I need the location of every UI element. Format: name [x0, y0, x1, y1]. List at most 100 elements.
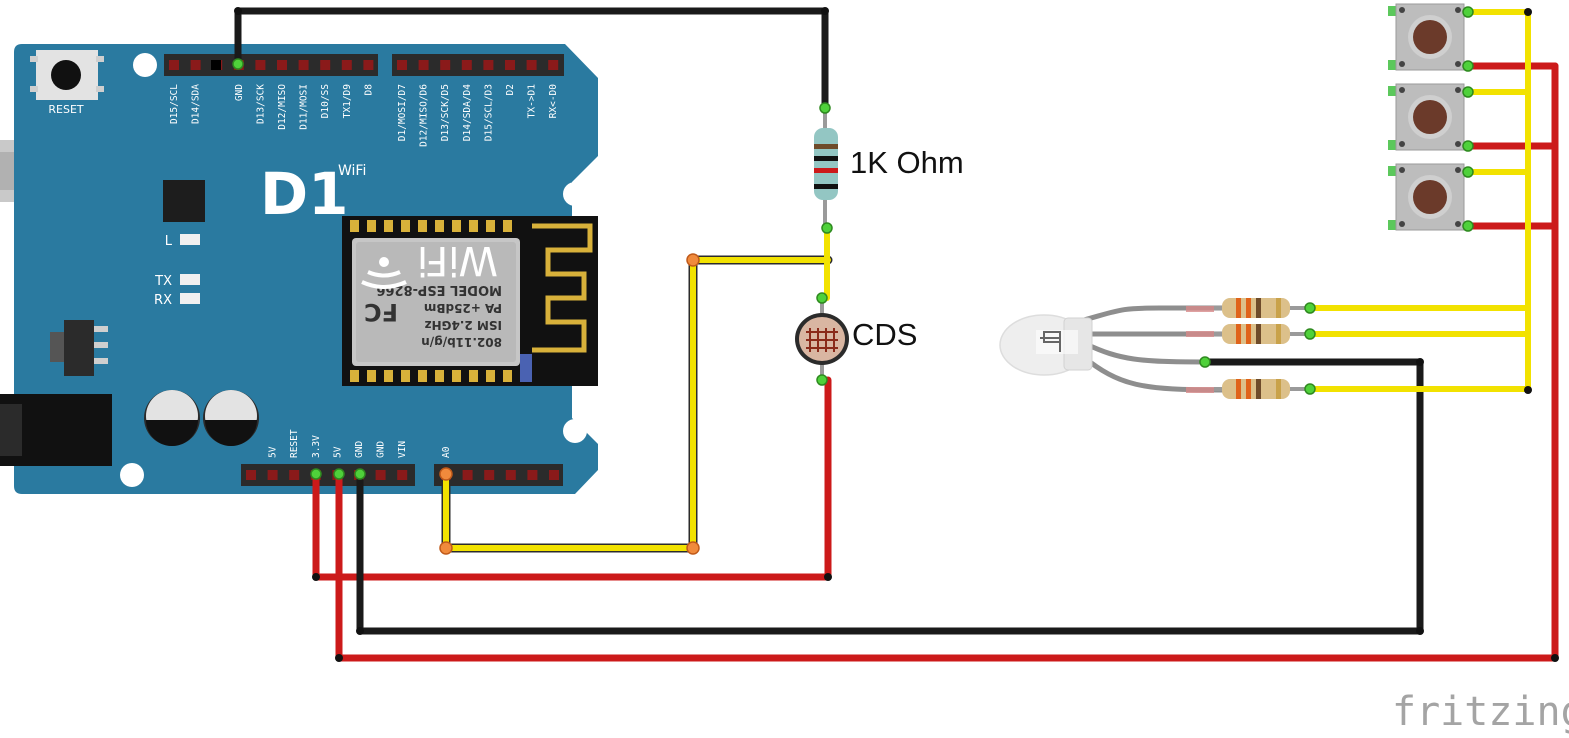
pin-label: D14/SDA/D4 — [462, 84, 473, 141]
cds-label: CDS — [852, 317, 917, 352]
wire-bend — [312, 573, 320, 581]
connection-node — [1462, 86, 1474, 98]
connection-node — [816, 292, 828, 304]
header-pin — [505, 470, 516, 480]
pin-label: D2 — [505, 84, 516, 95]
esp-pad — [469, 370, 478, 382]
header-pin — [320, 60, 331, 70]
board-logo: D1 — [260, 160, 349, 228]
led-label-l: L — [165, 234, 173, 249]
pin-label: D13/SCK/D5 — [440, 84, 451, 141]
connection-node — [819, 102, 831, 114]
esp-pad — [367, 370, 376, 382]
resistor-label: 1K Ohm — [850, 145, 964, 180]
bottom-header-left — [241, 464, 415, 486]
rgb-led — [999, 305, 1226, 393]
pin-label: D15/SCL/D3 — [483, 84, 494, 141]
pin-label: VIN — [397, 441, 408, 458]
led-label-tx: TX — [154, 274, 172, 289]
bottom-header-right — [434, 464, 563, 486]
connection-node — [439, 467, 453, 481]
led-resistor — [1214, 324, 1310, 344]
esp-pad — [367, 220, 376, 232]
top-header-right — [392, 54, 564, 76]
header-pin — [169, 60, 179, 70]
connection-node — [1462, 220, 1474, 232]
wire-bend — [335, 654, 343, 662]
led-l — [180, 234, 200, 245]
wire-3v3-to-cds — [312, 376, 832, 581]
pin-label: D1/MOSI/D7 — [397, 84, 408, 141]
button-cap-icon — [1413, 20, 1447, 54]
esp-pad — [350, 370, 359, 382]
esp-pad — [350, 220, 359, 232]
header-pad — [211, 60, 221, 70]
wifi-logo-text: WiFi — [417, 237, 498, 283]
wire-gnd-to-resistor — [234, 7, 829, 112]
wire-bend — [1416, 627, 1424, 635]
reset-label: RESET — [48, 103, 84, 116]
board-logo-wifi: WiFi — [338, 163, 366, 179]
mounting-hole — [563, 419, 587, 443]
push-button — [1388, 83, 1465, 151]
esp-pad — [486, 370, 495, 382]
led-resistor — [1214, 298, 1310, 318]
wifi-signal-icon — [361, 257, 407, 289]
header-pin — [549, 470, 559, 480]
reset-button: RESET — [30, 50, 104, 116]
status-leds: L TX RX — [154, 234, 200, 308]
esp-pad — [384, 220, 393, 232]
connection-node — [686, 253, 700, 267]
connection-node — [1462, 166, 1474, 178]
pin-label: D14/SDA — [191, 84, 202, 124]
antenna-trace — [532, 223, 593, 353]
connection-nodes — [232, 6, 1559, 662]
connection-node — [354, 468, 366, 480]
top-header-left — [164, 54, 378, 76]
push-buttons — [1388, 3, 1465, 231]
connection-node — [1462, 6, 1474, 18]
cds-photoresistor: CDS — [795, 298, 917, 380]
connection-node — [1199, 356, 1211, 368]
wire-bend — [821, 7, 829, 15]
cds-trace-icon — [806, 328, 838, 352]
esp-pad — [503, 220, 512, 232]
connection-node — [333, 468, 345, 480]
esp-pad — [401, 370, 410, 382]
header-pin — [363, 60, 374, 70]
connection-node — [232, 58, 244, 70]
esp-pad — [503, 370, 512, 382]
header-pin — [246, 470, 256, 480]
pin-label: RX<-D0 — [548, 84, 559, 119]
button-cap-icon — [1413, 100, 1447, 134]
header-pin — [484, 470, 495, 480]
pin-label: GND — [234, 84, 245, 101]
usb-serial-chip — [163, 180, 205, 222]
pin-label: A0 — [441, 446, 452, 458]
header-pin — [440, 60, 451, 70]
connection-node — [821, 222, 833, 234]
pin-label: 3.3V — [311, 435, 322, 458]
connection-node — [1304, 328, 1316, 340]
connection-node — [439, 541, 453, 555]
header-pin — [397, 470, 408, 480]
pin-label: D10/SS — [320, 84, 331, 119]
header-pin — [255, 60, 266, 70]
resistor-1k: 1K Ohm — [814, 108, 964, 228]
wire-bend — [1416, 358, 1424, 366]
wire-bend — [1551, 654, 1559, 662]
header-pin — [341, 60, 352, 70]
mounting-hole — [133, 53, 157, 77]
header-pin — [277, 60, 287, 70]
header-pin — [418, 60, 429, 70]
wire-5v-to-buttons — [335, 62, 1559, 662]
pin-label: GND — [354, 441, 365, 458]
esp-pad — [435, 220, 444, 232]
connection-node — [1304, 302, 1316, 314]
pin-label: D13/SCK — [255, 84, 266, 124]
esp-pad — [435, 370, 444, 382]
button-cap-icon — [1413, 180, 1447, 214]
capacitor — [203, 390, 259, 446]
